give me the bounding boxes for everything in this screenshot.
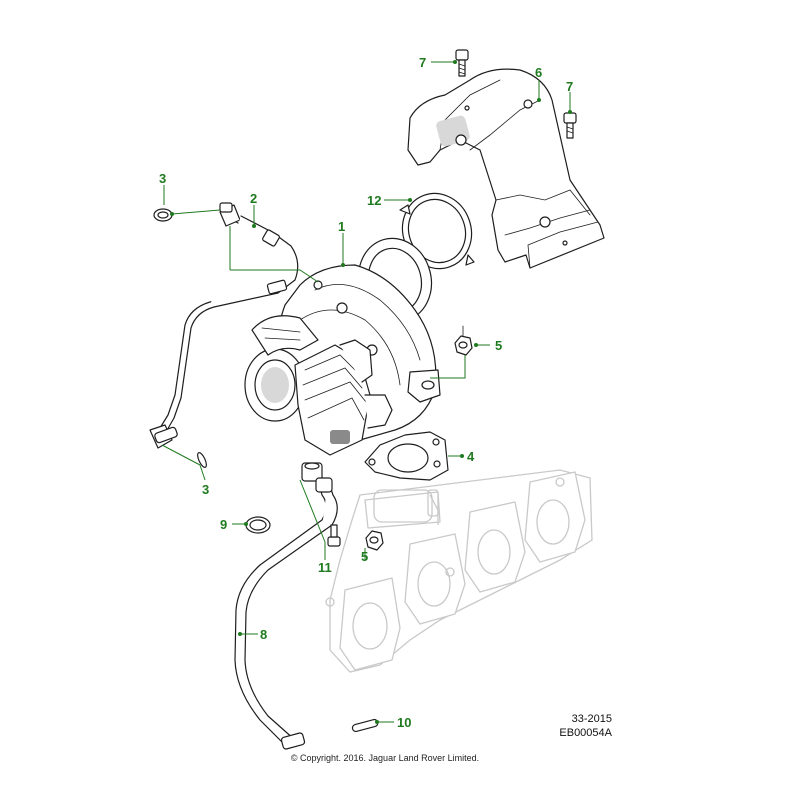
leader-lines	[161, 61, 571, 723]
turbo-nut-lower	[365, 530, 384, 551]
turbo-outlet-gasket-ring	[399, 192, 475, 270]
callout-5-lower: 5	[361, 549, 368, 564]
callout-4: 4	[467, 449, 475, 464]
callout-9: 9	[220, 517, 227, 532]
callout-7-left: 7	[419, 55, 426, 70]
oil-return-pipe	[234, 462, 338, 750]
callout-12: 12	[367, 193, 381, 208]
copyright-notice: © Copyright. 2016. Jaguar Land Rover Lim…	[290, 753, 480, 763]
callout-3-lower: 3	[202, 482, 209, 497]
callout-11: 11	[318, 560, 332, 575]
callout-3-upper: 3	[159, 171, 166, 186]
heat-shield-bolt-side	[563, 112, 577, 139]
callout-1: 1	[338, 219, 345, 234]
sealing-washer-lower	[197, 452, 207, 468]
sealing-washer-upper	[153, 208, 173, 222]
callout-7-right: 7	[566, 79, 573, 94]
callout-2: 2	[250, 191, 257, 206]
callout-5-upper: 5	[495, 338, 502, 353]
heat-shield-bolt-upper	[455, 49, 469, 77]
turbocharger	[244, 237, 441, 456]
leader-dots	[170, 60, 572, 724]
turbo-manifold-gasket	[364, 431, 449, 481]
callout-6: 6	[535, 65, 542, 80]
illustration-reference-code: EB00054A	[559, 727, 612, 739]
callout-10: 10	[397, 715, 411, 730]
oil-return-o-ring	[245, 516, 271, 534]
illustration-date-code: 33-2015	[571, 713, 612, 725]
exhaust-manifold-ghost	[325, 469, 593, 673]
turbo-nut-upper	[454, 325, 473, 356]
hose-clip	[351, 718, 379, 733]
callout-8: 8	[260, 627, 267, 642]
oil-return-bolt	[327, 524, 341, 547]
heat-shield	[407, 68, 605, 269]
